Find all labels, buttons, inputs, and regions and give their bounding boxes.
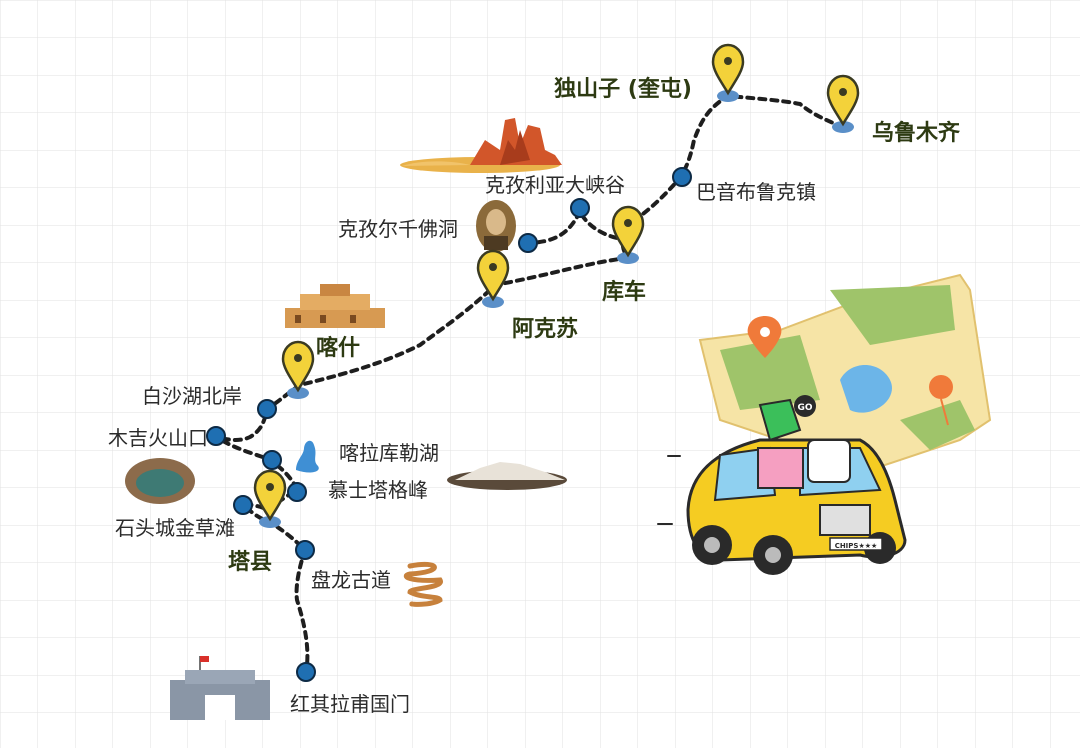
stop-label: 克孜尔千佛洞: [338, 217, 458, 241]
stop-dot[interactable]: [287, 482, 307, 502]
map-pin-round-icon: [929, 375, 953, 399]
car-plate: CHIPS★★★: [835, 542, 878, 550]
stop-dot[interactable]: [295, 540, 315, 560]
stop-label: 木吉火山口: [108, 426, 208, 450]
map-pin-icon[interactable]: [711, 43, 745, 102]
stop-label: 巴音布鲁克镇: [696, 180, 816, 204]
map-pin-icon[interactable]: [826, 74, 860, 133]
map-pin-icon[interactable]: [476, 249, 510, 308]
stop-label: 白沙湖北岸: [142, 384, 242, 408]
karakul-lake-illustration: [296, 440, 319, 473]
stop-dot[interactable]: [262, 450, 282, 470]
map-pin-icon[interactable]: [611, 205, 645, 264]
border-gate-illustration: [170, 656, 270, 720]
stop-dot[interactable]: [518, 233, 538, 253]
stop-dot[interactable]: [206, 426, 226, 446]
stop-dot[interactable]: [296, 662, 316, 682]
map-pin-icon[interactable]: [281, 340, 315, 399]
go-badge: GO: [797, 403, 812, 413]
stop-dot[interactable]: [570, 198, 590, 218]
stop-label: 慕士塔格峰: [328, 478, 428, 502]
major-stop-label: 喀什: [316, 335, 360, 361]
kashgar-oldtown-illustration: [285, 284, 385, 328]
canyon-illustration: [400, 118, 562, 173]
major-stop-label: 乌鲁木齐: [872, 120, 961, 146]
stop-dot[interactable]: [233, 495, 253, 515]
stop-label: 喀拉库勒湖: [339, 441, 439, 465]
kizil-mural-illustration: [476, 200, 516, 252]
major-stop-label: 库车: [602, 279, 646, 305]
stop-label: 红其拉甫国门: [290, 692, 410, 716]
stop-label: 盘龙古道: [311, 568, 391, 592]
stop-dot[interactable]: [672, 167, 692, 187]
yellow-car-illustration: CHIPS★★★ GO: [686, 395, 907, 575]
map-pin-icon[interactable]: [253, 469, 287, 528]
speed-lines: [657, 455, 681, 525]
stop-label: 石头城金草滩: [115, 516, 235, 540]
route-line: [213, 93, 845, 674]
major-stop-label: 阿克苏: [512, 316, 578, 342]
major-stop-label: 塔县: [228, 550, 272, 575]
volcano-crater-illustration: [125, 458, 195, 504]
muztagata-mountain-illustration: [447, 462, 567, 490]
major-stop-label: 独山子 (奎屯): [554, 76, 692, 102]
stop-label: 克孜利亚大峡谷: [485, 173, 625, 197]
travel-map-illustration: CHIPS★★★ GO: [657, 273, 992, 575]
panlong-road-illustration: [403, 561, 443, 607]
map-pin-orange-icon: [747, 316, 782, 358]
stop-dot[interactable]: [257, 399, 277, 419]
